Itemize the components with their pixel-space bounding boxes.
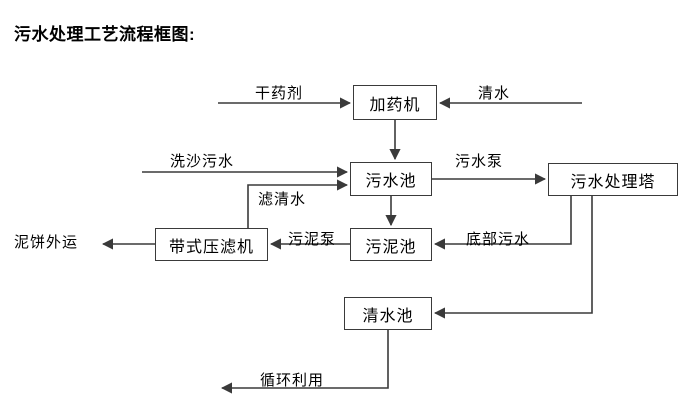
node-label-dosing-machine: 加药机 [369,96,421,114]
page-title: 污水处理工艺流程框图: [14,25,196,44]
node-label-clear-water-pool: 清水池 [362,307,414,325]
label-sand-wash-sewage: 洗沙污水 [170,153,235,170]
node-label-treatment-tower: 污水处理塔 [570,173,656,191]
node-clear-water-pool[interactable]: 清水池 [344,297,432,330]
node-label-sludge-pool: 污泥池 [365,238,417,256]
node-label-wastewater-pool: 污水池 [365,173,417,190]
label-dry-chemical: 干药剂 [255,85,304,102]
label-clean-water-in: 清水 [478,85,511,102]
flow-tower-to-clear-water-pool [433,196,593,319]
label-mud-cake-out: 泥饼外运 [14,234,79,251]
label-bottom-sewage: 底部污水 [466,231,531,248]
label-filtered-clear-water: 滤清水 [258,191,307,208]
node-label-belt-filter-press: 带式压滤机 [168,238,254,256]
node-sludge-pool[interactable]: 污泥池 [350,228,432,261]
label-sludge-pump: 污泥泵 [288,231,337,248]
label-sewage-pump: 污水泵 [455,153,504,170]
node-belt-filter-press[interactable]: 带式压滤机 [155,228,268,261]
node-treatment-tower[interactable]: 污水处理塔 [548,163,678,196]
label-recycling-reuse: 循环利用 [260,372,325,389]
node-wastewater-pool[interactable]: 污水池 [350,162,432,196]
node-dosing-machine[interactable]: 加药机 [353,85,437,120]
